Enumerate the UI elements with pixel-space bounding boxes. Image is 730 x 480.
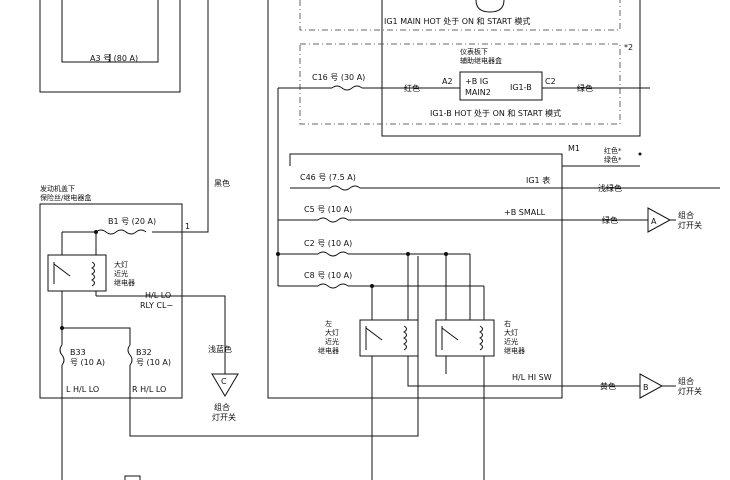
ig1-main-region: IG1 MAIN HOT 处于 ON 和 START 模式 — [299, 0, 641, 137]
relay-main-label2: MAIN2 — [465, 88, 491, 97]
relay-right-line2: 大灯 — [504, 328, 518, 337]
wire-ltblue: 浅蓝色 — [96, 295, 232, 374]
relay-right-line3: 近光 — [504, 337, 518, 346]
fuse-c2: C2 号 (10 A) — [276, 239, 471, 320]
fuse-b33-label-1: B33 — [70, 348, 86, 357]
ig1-b-mode: IG1-B HOT 处于 ON 和 START 模式 — [430, 108, 561, 118]
wire-green2-label: 绿色 — [602, 215, 618, 225]
relay-left-line1: 左 — [325, 319, 332, 328]
star2-label: *2 — [624, 43, 633, 52]
relay-pin-a2: A2 — [442, 77, 453, 86]
wire-black: 黑色 1 — [152, 0, 230, 233]
hl-hi-sw-label: H/L HI SW — [512, 373, 552, 382]
fuse-c8: C8 号 (10 A) — [278, 271, 485, 480]
lhl-lo-label: L H/L LO — [66, 385, 99, 394]
dash-relay-box: *2 仪表板下 辅助继电器盒 C16 号 (30 A) 红色 A2 +B IG … — [278, 43, 650, 125]
wire-yellow-label: 黄色 — [600, 381, 616, 391]
top-left-box: A3 号 (80 A) — [39, 0, 181, 93]
connector-a-letter: A — [651, 217, 657, 226]
wire-black-label: 黑色 — [214, 178, 230, 188]
fuse-b1-label: B1 号 (20 A) — [108, 217, 156, 226]
connector-b: 黄色 B 组合 灯开关 — [600, 373, 702, 399]
ig1-main-mode: IG1 MAIN HOT 处于 ON 和 START 模式 — [384, 16, 530, 26]
fuse-c5: C5 号 (10 A) +B SMALL 绿色 — [278, 205, 648, 225]
rly-cl-label-2: RLY CL− — [140, 301, 173, 310]
wire-bottom-left — [61, 256, 419, 480]
relay-left-line3: 近光 — [325, 337, 339, 346]
engine-fuse-relay-box: 发动机盖下 保险丝/继电器盒 B1 号 (20 A) 大灯 近光 继电器 H/L… — [39, 184, 183, 399]
dash-box-title-1: 仪表板下 — [460, 47, 488, 56]
relay-hl-line2: 近光 — [114, 269, 128, 278]
connector-c: C 组合 灯开关 — [211, 373, 239, 422]
fuse-a3-label: A3 号 (80 A) — [90, 54, 138, 63]
relay-left-line2: 大灯 — [325, 328, 339, 337]
relay-hl-line3: 继电器 — [114, 278, 135, 287]
dash-box-title-2: 辅助继电器盒 — [460, 56, 502, 65]
relay-right-line4: 继电器 — [504, 346, 525, 355]
fuse-b32-label-2: 号 (10 A) — [136, 358, 171, 367]
wire-red-star-label: 红色* — [604, 146, 622, 155]
connector-c-l2: 灯开关 — [212, 412, 236, 422]
fuse-c46: C46 号 (7.5 A) IG1 表 浅绿色 — [290, 173, 720, 193]
fuse-b33-label-2: 号 (10 A) — [70, 358, 105, 367]
fuse-c2-label: C2 号 (10 A) — [304, 239, 352, 248]
relay-pin-c2: C2 — [545, 77, 556, 86]
connector-a-l2: 灯开关 — [678, 220, 702, 230]
relay-left-lo: 左 大灯 近光 继电器 — [318, 319, 640, 480]
wire-red1-label: 红色 — [404, 83, 420, 93]
b-small-label: +B SMALL — [504, 208, 546, 217]
relay-main-label: +B IG — [465, 77, 488, 86]
connector-a: A 组合 灯开关 — [647, 207, 702, 233]
engine-box-title-2: 保险丝/继电器盒 — [40, 193, 91, 202]
rhl-lo-label: R H/L LO — [132, 385, 166, 394]
connector-c-l1: 组合 — [214, 402, 230, 412]
connector-a-l1: 组合 — [678, 210, 694, 220]
relay-hl-line1: 大灯 — [114, 260, 128, 269]
m1-label: M1 — [568, 144, 580, 153]
pin-1-label: 1 — [185, 222, 190, 231]
fuse-c46-label: C46 号 (7.5 A) — [300, 173, 356, 182]
fuse-b32-label-1: B32 — [136, 348, 152, 357]
wire-ltblue-label: 浅蓝色 — [208, 344, 232, 354]
connector-b-l1: 组合 — [678, 376, 694, 386]
wire-green-star-label: 绿色* — [604, 155, 622, 164]
relay-right-line1: 右 — [504, 319, 511, 328]
relay-right-lo: 右 大灯 近光 继电器 — [435, 319, 525, 374]
fuse-c16-label: C16 号 (30 A) — [312, 73, 365, 82]
connector-c-letter: C — [221, 377, 227, 386]
fuse-c5-label: C5 号 (10 A) — [304, 205, 352, 214]
engine-box-title-1: 发动机盖下 — [40, 184, 75, 193]
wire-green1-label: 绿色 — [577, 83, 593, 93]
wire-ltgreen-label: 浅绿色 — [598, 183, 622, 193]
ig1-label: IG1 表 — [526, 175, 550, 185]
relay-left-line4: 继电器 — [318, 346, 339, 355]
relay-main-out: IG1-B — [510, 83, 532, 92]
connector-b-letter: B — [643, 383, 649, 392]
fuse-c8-label: C8 号 (10 A) — [304, 271, 352, 280]
main-fuse-box — [267, 0, 640, 399]
m1-signal: M1 红色* 绿色* — [568, 144, 642, 164]
connector-b-l2: 灯开关 — [678, 386, 702, 396]
